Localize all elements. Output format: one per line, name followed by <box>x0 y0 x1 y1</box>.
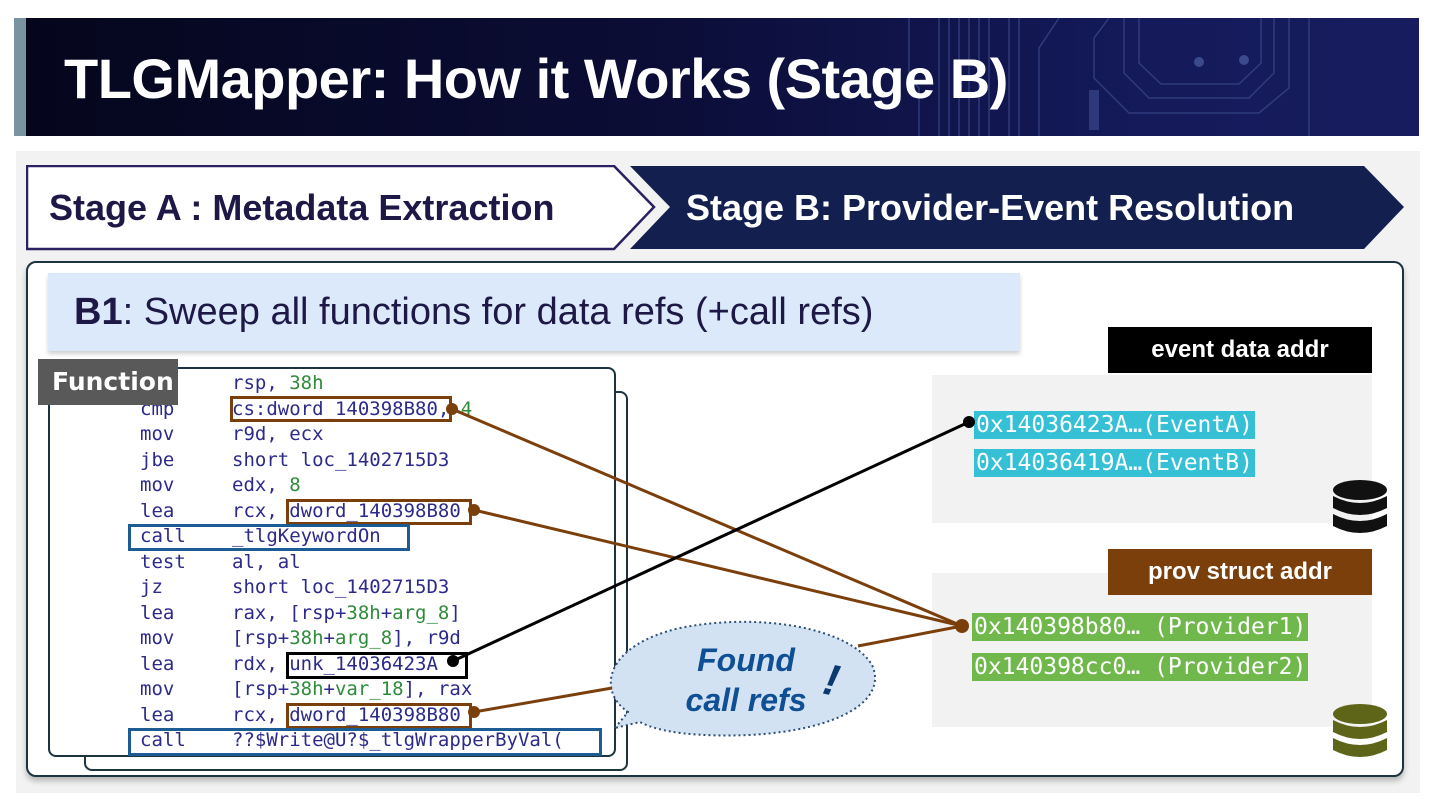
provider-address-item: 0x140398b80… (Provider1) <box>972 613 1309 641</box>
code-opcode: mov <box>140 423 175 445</box>
b1-heading-box: B1: Sweep all functions for data refs (+… <box>48 273 1020 351</box>
title-banner: TLGMapper: How it Works (Stage B) <box>14 18 1419 136</box>
code-operand: rsp, 38h <box>232 372 324 394</box>
code-operand: [rsp+38h+arg_8], r9d <box>232 627 461 649</box>
banner-accent-bar <box>14 18 26 136</box>
code-operand: short loc_1402715D3 <box>232 576 450 598</box>
unk-event-ref-box <box>286 652 468 679</box>
prov-struct-panel <box>932 573 1372 727</box>
event-address-item: 0x14036423A…(EventA) <box>974 411 1255 439</box>
code-operand: _tlgKeywordOn <box>232 525 381 547</box>
code-operand: [rsp+38h+var_18], rax <box>232 678 473 700</box>
code-operand: edx, 8 <box>232 474 301 496</box>
circuit-decoration <box>908 18 1310 136</box>
stage-a-chevron <box>26 165 656 251</box>
code-opcode: lea <box>140 652 175 675</box>
slide-title: TLGMapper: How it Works (Stage B) <box>64 47 1008 110</box>
b1-description: : Sweep all functions for data refs (+ca… <box>122 291 874 333</box>
code-opcode: jz <box>140 576 163 598</box>
code-operand: rax, [rsp+38h+arg_8] <box>232 601 461 624</box>
code-opcode: jbe <box>140 448 175 471</box>
code-opcode: mov <box>140 474 175 496</box>
event-address-item: 0x14036419A…(EventB) <box>974 449 1255 477</box>
stage-a-label: Stage A : Metadata Extraction <box>49 187 555 228</box>
bubble-line1: Found <box>697 642 795 678</box>
code-opcode: lea <box>140 601 175 624</box>
code-operand: rcx, dword_140398B80 <box>232 703 461 726</box>
code-operand: r9d, ecx <box>232 423 324 445</box>
prov-struct-header: prov struct addr <box>1108 549 1372 595</box>
b1-heading: B1: Sweep all functions for data refs (+… <box>74 291 873 334</box>
cs-dword-ref-box <box>230 396 452 422</box>
stage-b-chevron <box>630 166 1404 249</box>
code-opcode: lea <box>140 499 175 522</box>
stage-b-label: Stage B: Provider-Event Resolution <box>686 187 1295 228</box>
bubble-line2: call refs <box>685 682 807 718</box>
code-operand: ??$Write@U?$_tlgWrapperByVal( <box>232 729 564 751</box>
code-operand: al, al <box>232 550 301 573</box>
call-keyword-on-box <box>128 524 410 551</box>
call-write-box <box>128 728 602 756</box>
code-opcode: mov <box>140 678 175 700</box>
code-opcode: mov <box>140 627 175 649</box>
b1-key: B1 <box>74 291 123 333</box>
bubble-text: Found call refs <box>664 640 828 720</box>
event-data-header: event data addr <box>1108 327 1372 373</box>
code-opcode: test <box>140 550 186 573</box>
lea-dword-ref-box <box>286 499 472 525</box>
code-operand: rcx, dword_140398B80 <box>232 499 461 522</box>
provider-address-item: 0x140398cc0… (Provider2) <box>972 653 1309 681</box>
code-operand: rdx, unk_14036423A <box>232 652 438 675</box>
code-opcode: call <box>140 729 186 751</box>
function-tag: Function <box>38 359 178 405</box>
stage-chevrons <box>26 165 1404 251</box>
code-opcode: lea <box>140 703 175 726</box>
lea-dword-ref2-box <box>286 703 472 729</box>
code-opcode: call <box>140 525 186 547</box>
code-operand: short loc_1402715D3 <box>232 448 450 471</box>
